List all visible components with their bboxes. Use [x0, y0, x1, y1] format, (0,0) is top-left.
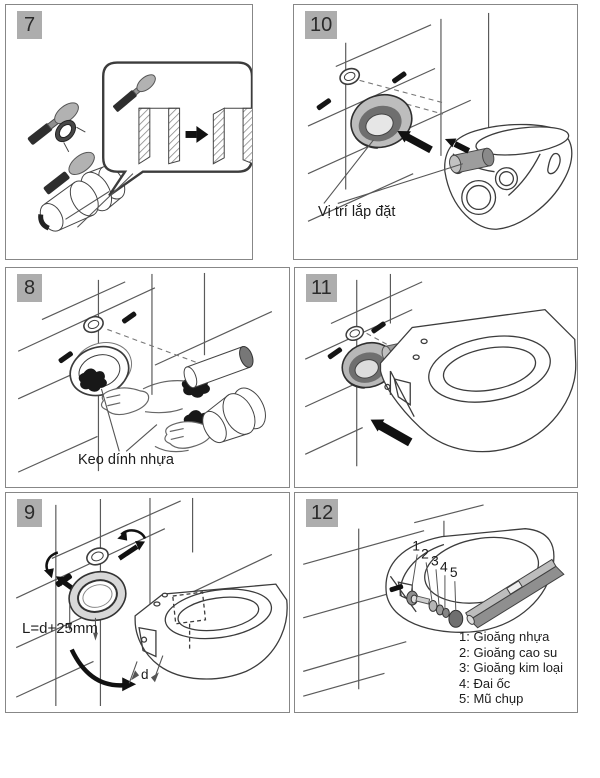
bolt-icon	[55, 573, 72, 587]
anchor-peg-icon	[316, 98, 332, 111]
part-number-leader-lines	[410, 554, 457, 611]
panel-step-10: 10	[293, 4, 578, 260]
legend-line-4: 4: Đai ốc	[459, 675, 511, 691]
part-number-4: 4	[440, 558, 448, 574]
wall-inlet-ring-icon	[86, 547, 109, 566]
legend-line-1: 1: Gioăng nhựa	[459, 629, 550, 644]
rotate-arrow-icon	[117, 529, 147, 561]
step-number-badge: 8	[17, 274, 42, 302]
step-number-badge: 7	[17, 11, 42, 39]
part-number-2: 2	[421, 545, 429, 561]
leader-lines	[323, 139, 463, 204]
fastener-parts-icons	[406, 590, 464, 628]
apply-adhesive-illustration	[17, 272, 273, 473]
wall-inlet-ring-icon	[339, 67, 361, 86]
small-insert-arrow-icon	[444, 138, 471, 154]
alignment-dashed-line	[366, 332, 393, 348]
anchor-peg-icon	[58, 351, 73, 364]
wall-inlet-ring-icon	[345, 325, 365, 341]
fastener-parts-illustration: 1 2 3 4 5	[303, 504, 565, 697]
anchor-peg-icon	[327, 347, 343, 360]
part-number-3: 3	[431, 552, 439, 568]
panel-step-7: 7	[5, 4, 253, 260]
panel-step-8: 8	[5, 267, 290, 488]
bolt-icon	[389, 584, 404, 593]
part-number-1: 1	[412, 537, 420, 553]
mounting-position-illustration	[307, 12, 573, 230]
part-number-5: 5	[450, 564, 458, 580]
sealing-ring-icon	[68, 570, 127, 622]
anchor-peg-icon	[371, 321, 386, 334]
alignment-dashed-line	[107, 328, 215, 370]
adhesive-label: Keo dính nhựa	[78, 452, 174, 468]
pipe-cross-section-before	[138, 107, 181, 165]
step-number-badge: 9	[17, 499, 42, 527]
deburr-pipe-illustration	[27, 61, 252, 232]
file-tool-icon	[113, 74, 156, 112]
hand-icon	[154, 421, 213, 453]
wall-inlet-ring-icon	[83, 315, 104, 334]
part-number-labels: 1 2 3 4 5	[412, 537, 458, 580]
callout-balloon	[102, 61, 252, 197]
sealing-ring-icon	[350, 93, 413, 149]
legend-line-3: 3: Gioăng kim loại	[459, 660, 564, 676]
diameter-label: d	[141, 667, 149, 682]
pipe-icon	[183, 345, 254, 389]
d-dimension-ticks	[128, 655, 164, 684]
inlet-pipe-icon	[449, 147, 495, 174]
toilet-bowl-icon	[379, 308, 577, 453]
sweep-arrow-icon	[69, 648, 137, 692]
panel-step-12: 12	[294, 492, 578, 713]
dimension-lines	[67, 603, 98, 641]
parts-legend: 1: Gioăng nhựa 2: Gioăng cao su 3: Gioăn…	[459, 629, 563, 707]
pipe-cross-section-after	[212, 107, 252, 165]
panel-step-9: 9	[5, 492, 290, 713]
anchor-peg-icon	[121, 311, 137, 324]
legend-line-5: 5: Mũ chụp	[459, 691, 524, 707]
step-number-badge: 11	[306, 274, 337, 302]
length-formula-label: L=d+25mm	[22, 620, 98, 637]
push-arrow-icon	[370, 419, 413, 447]
anchor-peg-icon	[392, 71, 407, 84]
step-number-badge: 10	[305, 11, 338, 39]
leader-lines	[100, 388, 158, 452]
arrow-right-icon	[185, 126, 209, 143]
toilet-underside-icon	[444, 123, 573, 230]
insert-arrow-icon	[397, 131, 433, 154]
mount-bowl-illustration	[304, 273, 577, 467]
leader-lines	[65, 173, 134, 228]
hand-icon	[100, 380, 185, 416]
step-number-badge: 12	[306, 499, 339, 527]
toilet-bowl-icon	[134, 583, 288, 680]
pipe-coupling-icon	[202, 387, 266, 444]
panel-step-11: 11	[294, 267, 578, 488]
deburring-tool-icon	[27, 102, 86, 153]
ring-length-illustration	[15, 497, 288, 707]
installation-position-label: Vị trí lắp đặt	[318, 204, 396, 220]
spirit-level-icon	[465, 558, 565, 629]
legend-line-2: 2: Gioăng cao su	[459, 644, 558, 660]
